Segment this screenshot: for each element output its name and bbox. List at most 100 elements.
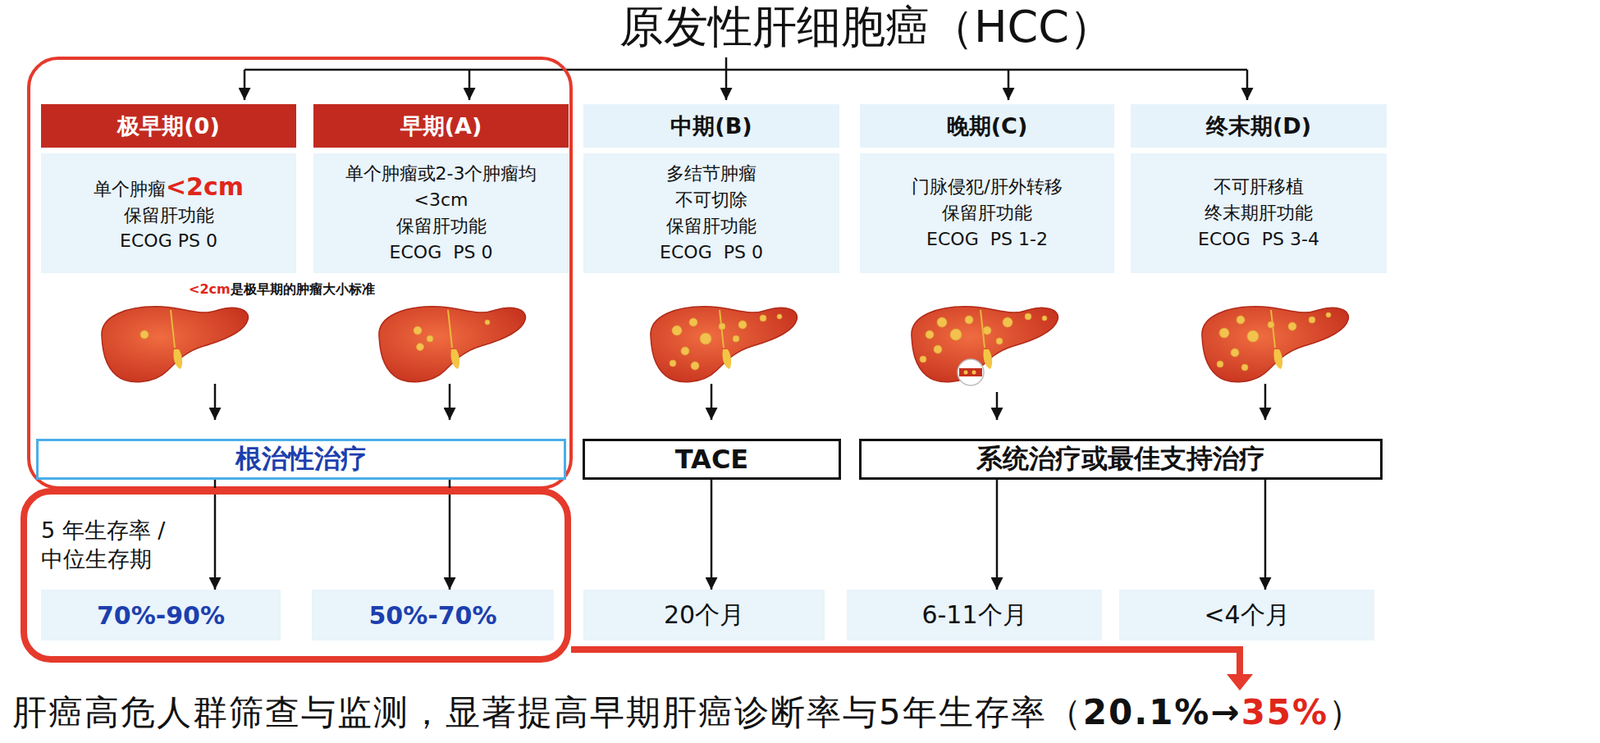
tree-arrow <box>468 69 471 101</box>
down-arrow <box>448 384 452 421</box>
text-line: ECOG PS 0 <box>119 228 218 255</box>
tree-arrow <box>243 69 247 101</box>
down-arrow <box>996 392 999 421</box>
tumor-dot <box>777 314 782 320</box>
node-text: 不可切除 <box>675 187 748 214</box>
tumor-dot <box>1267 321 1275 329</box>
tumor-dot <box>738 320 747 330</box>
node-text: 极早期(0) <box>117 111 220 142</box>
treatment-box: 根治性治疗 <box>36 438 567 480</box>
node-text: 20个月 <box>663 598 745 633</box>
tumor-dot <box>426 335 434 343</box>
node-text: 50%-70% <box>368 601 497 631</box>
stage-description: 门脉侵犯/肝外转移保留肝功能ECOG PS 1-2 <box>859 153 1115 274</box>
liver-illustration <box>911 306 1059 386</box>
tumor-dot <box>699 333 712 345</box>
treatment-box: 系统治疗或最佳支持治疗 <box>859 438 1383 480</box>
tumor-dot <box>1236 315 1245 325</box>
text-line: 保留肝功能 <box>123 202 215 229</box>
tumor-dot <box>669 360 677 367</box>
red-arrow-line <box>571 649 1240 678</box>
tumor-dot <box>484 320 490 325</box>
node-text: 不可肝移植 <box>1213 173 1304 201</box>
liver-shape <box>650 306 798 383</box>
tumor-dot <box>672 325 682 336</box>
tumor-dot <box>1216 361 1224 368</box>
node-text: ECOG PS 1-2 <box>926 226 1048 253</box>
node-text: TACE <box>675 443 749 476</box>
node-text: 单个肿瘤或2-3个肿瘤均<3cm <box>326 160 556 214</box>
survival-highlight-box: 5 年生存率 /中位生存期 70%-90% 50%-70% <box>20 488 572 663</box>
inset-circle <box>957 359 984 386</box>
survival-value: 50%-70% <box>311 589 554 641</box>
red-arrow-head <box>1226 674 1253 691</box>
size-note: <2cm是极早期的肿瘤大小标准 <box>188 281 375 299</box>
stage-header: 中期(B) <box>583 104 840 148</box>
conclusion-new-rate: 35% <box>1241 692 1330 733</box>
red-arrow <box>571 649 1253 691</box>
tumor-dot <box>1219 328 1230 339</box>
survival-value: <4个月 <box>1119 589 1375 641</box>
node-text: 系统治疗或最佳支持治疗 <box>976 441 1266 478</box>
conclusion-line: 肝癌高危人群筛查与监测，显著提高早期肝癌诊断率与5年生存率（20.1%→35%） <box>12 694 1365 732</box>
stage-description: 不可肝移植终末期肝功能ECOG PS 3-4 <box>1130 153 1387 274</box>
tumor-dot <box>681 347 690 356</box>
stage-header: 终末期(D) <box>1130 104 1387 148</box>
node-text: <4个月 <box>1203 598 1290 633</box>
survival-value: 20个月 <box>583 589 825 641</box>
tumor-dot <box>413 326 422 335</box>
node-text: 单个肿瘤 <box>93 178 166 200</box>
tree-arrow <box>725 69 728 101</box>
flow-arrow <box>996 480 999 590</box>
tumor-dot <box>689 318 698 327</box>
liver-shape <box>101 306 249 383</box>
size-note-value: <2cm <box>188 281 231 298</box>
tumor-dot <box>690 361 700 371</box>
tumor-dot <box>1002 317 1013 328</box>
node-text: ECOG PS 0 <box>659 239 764 266</box>
node-text: 5 年生存率 /中位生存期 <box>41 516 185 574</box>
liver-shape <box>1202 306 1349 383</box>
tree-bar <box>244 68 1248 72</box>
tumor-dot <box>972 370 977 375</box>
liver-shape <box>911 306 1059 383</box>
node-text: 6-11个月 <box>921 598 1027 633</box>
node-text: ECOG PS 0 <box>389 239 494 266</box>
tumor-dot <box>1247 330 1259 343</box>
tumor-dot <box>933 345 942 354</box>
down-arrow <box>214 384 217 421</box>
flow-arrow <box>710 480 714 590</box>
tumor-dot <box>937 317 947 328</box>
liver-illustration <box>101 306 249 383</box>
size-note-text: 是极早期的肿瘤大小标准 <box>230 281 375 298</box>
chart-title: 原发性肝细胞癌（HCC） <box>619 0 1114 55</box>
node-text: 保留肝功能 <box>396 213 487 240</box>
node-text: 晚期(C) <box>946 111 1029 142</box>
node-text: 保留肝功能 <box>941 200 1033 227</box>
tumor-dot <box>1308 316 1316 324</box>
tree-lines <box>244 57 1248 101</box>
stage-description: 单个肿瘤<2cm保留肝功能ECOG PS 0 <box>41 153 297 274</box>
node-text: <2cm <box>165 172 244 202</box>
stage-header: 早期(A) <box>313 104 569 148</box>
tumor-dot <box>925 330 934 339</box>
tumor-dot <box>1042 315 1047 321</box>
down-arrow <box>1264 384 1267 421</box>
portal-vein <box>959 368 983 377</box>
node-text: 70%-90% <box>96 601 225 631</box>
tumor-dot <box>964 315 974 325</box>
early-stage-outline <box>28 58 572 489</box>
text-line: 单个肿瘤<2cm <box>93 172 244 203</box>
tumor-dot <box>982 326 992 335</box>
tumor-dot <box>996 338 1003 345</box>
tumor-dot <box>1230 348 1239 357</box>
tumor-dot <box>919 356 927 363</box>
flow-arrow <box>214 480 217 590</box>
node-text: 中期(B) <box>670 111 752 142</box>
survival-value: 70%-90% <box>41 589 281 641</box>
node-text: 多结节肿瘤 <box>666 160 757 188</box>
liver-shape <box>379 306 526 383</box>
survival-value: 6-11个月 <box>846 589 1102 641</box>
vessel-inset <box>957 359 984 386</box>
